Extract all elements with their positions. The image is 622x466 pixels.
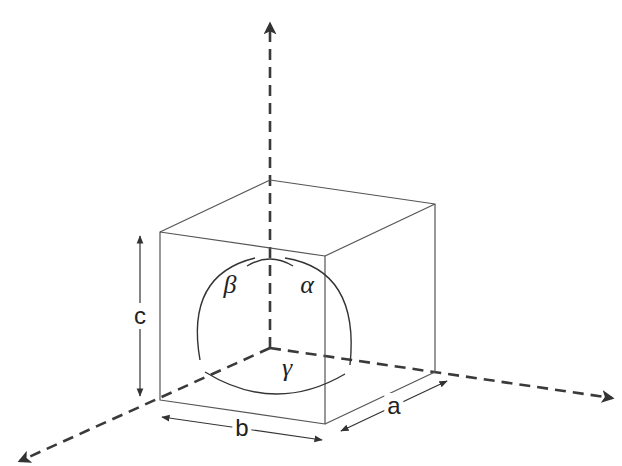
- angle-arcs: [197, 258, 351, 394]
- dimension-label: b: [232, 415, 251, 441]
- right-axis: [270, 348, 612, 398]
- top-arc: [247, 259, 293, 266]
- left-axis: [20, 348, 270, 461]
- vertical-axis: [269, 24, 272, 348]
- angle-label: β: [221, 271, 240, 299]
- axis-lines: [20, 24, 612, 461]
- dimension-arrows: [140, 236, 447, 440]
- beta-arc: [197, 258, 255, 360]
- angle-label: γ: [279, 354, 295, 382]
- right-face: [325, 204, 435, 424]
- cell-edges: [160, 180, 435, 424]
- a-arrow: [341, 381, 447, 431]
- gamma-arc: [205, 372, 345, 394]
- front-face: [160, 232, 325, 424]
- angle-label: α: [297, 271, 317, 299]
- top-face: [160, 180, 435, 256]
- dimension-label: c: [131, 303, 149, 329]
- dimension-label: a: [384, 393, 403, 419]
- alpha-arc: [285, 258, 351, 365]
